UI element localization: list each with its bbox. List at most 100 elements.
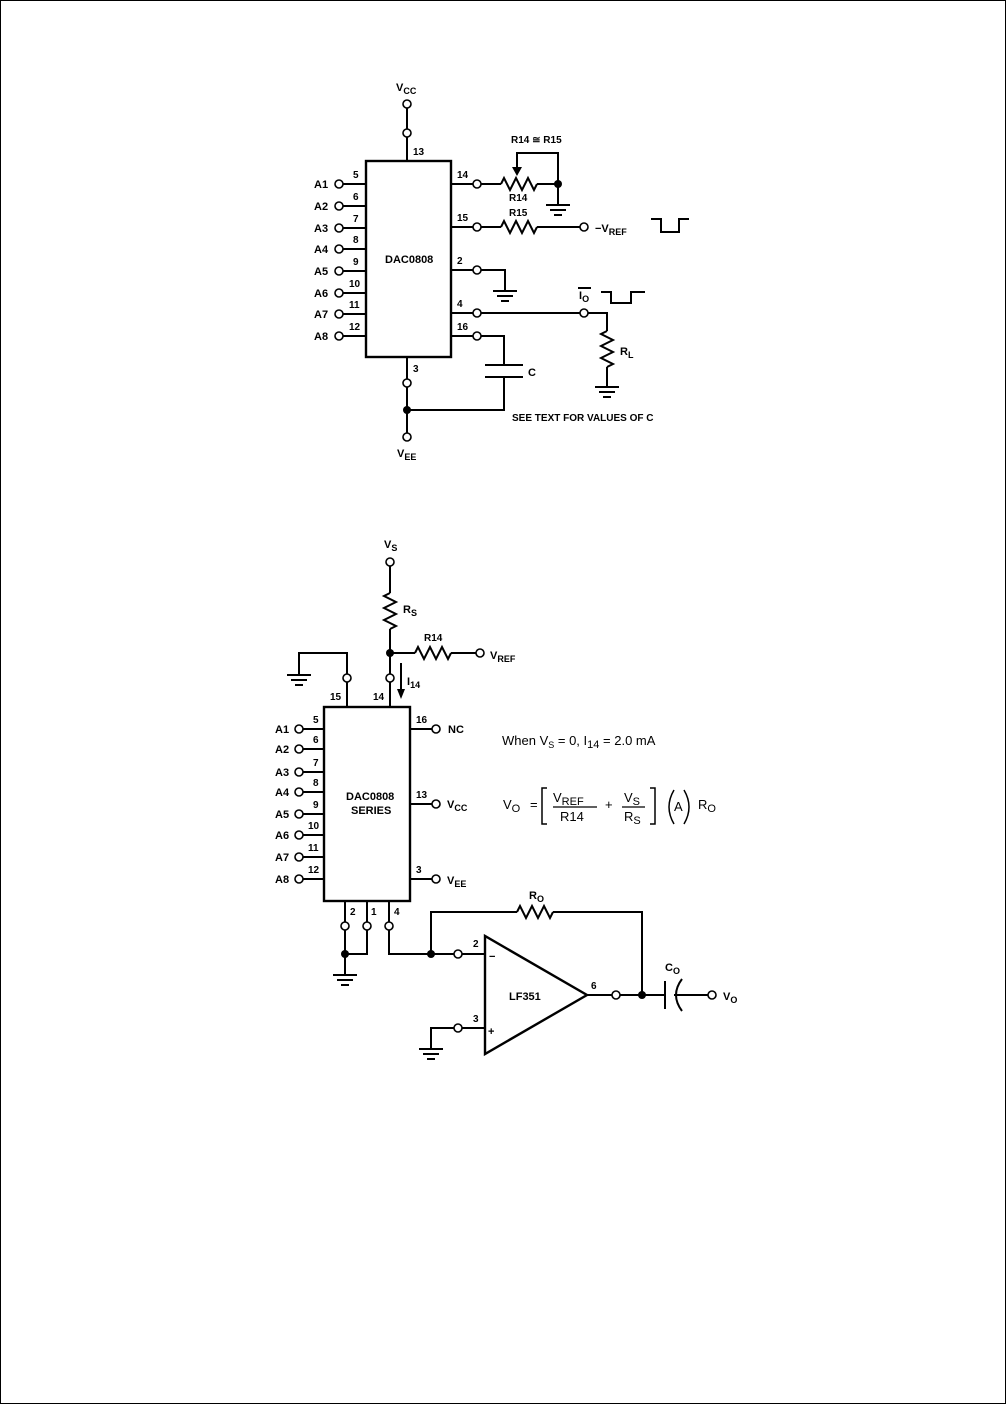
eq-equals: = [530,797,538,812]
bot-op-pin3-ground-wire [430,1027,454,1049]
top-cap-label: C [528,367,536,379]
top-r14-resistor [500,175,538,193]
top-pin-terminal [334,288,344,298]
bot-pin-number: 12 [308,865,320,876]
eq-lhs: VO [503,797,521,815]
top-pin3-number: 3 [413,364,419,375]
bot-pin2-number: 2 [350,907,356,918]
bot-pin-terminal [294,874,304,884]
top-cap-note: SEE TEXT FOR VALUES OF C [512,413,654,424]
top-io-label: IO [579,290,589,304]
bot-pin-number: 9 [313,800,319,811]
bot-co-label: CO [665,962,680,976]
eq-a: A [674,799,683,814]
top-pin15-number: 15 [457,213,469,224]
bot-left-pin-A1: A1 5 [275,715,324,736]
top-pin14-terminal [472,179,482,189]
bot-pin-terminal [294,767,304,777]
bot-output-junction [638,991,646,999]
bot-pin-terminal [294,744,304,754]
top-r14-label: R14 [509,193,528,204]
bot-pin-label: A8 [275,874,289,886]
bot-op-pin3-number: 3 [473,1014,479,1025]
bot-lf351-opamp [483,933,590,1057]
top-pin-label: A7 [314,309,328,321]
bot-left-pin-A2: A2 6 [275,735,324,756]
top-pin-number: 11 [349,300,360,311]
bot-pin16-terminal [431,724,441,734]
top-vee-junction [403,406,411,414]
bot-pin4-number: 4 [394,907,400,918]
top-vref-label: −VREF [595,223,627,237]
bot-pin13-terminal [431,799,441,809]
top-pin-label: A2 [314,201,328,213]
top-vcc-terminal [402,99,412,109]
bot-pin-terminal [294,787,304,797]
bot-pin-label: A3 [275,767,289,779]
top-cap-return-wire [407,377,505,411]
bot-vref-terminal [475,648,485,658]
top-pin-label: A1 [314,179,328,191]
top-vref-terminal [579,222,589,232]
bot-nc-label: NC [448,724,464,736]
bot-vs-terminal [385,557,395,567]
bot-pin-label: A2 [275,744,289,756]
bot-op-pin2-terminal [453,949,463,959]
bot-op-pin6-number: 6 [591,981,597,992]
top-pin-terminal [334,266,344,276]
top-cap-wire [481,335,505,365]
bottom-circuit: VS RS R14 VREF I14 14 15 DAC0808 SERIES [275,539,737,1060]
bot-pin4-terminal [384,921,394,931]
bot-output-equation: VO = VREF R14 + VS RS A RO [503,787,716,827]
eq-ro: RO [698,797,716,815]
bot-feedback-wire-right [553,911,643,996]
bot-io-wire [388,930,454,955]
bot-pin-label: A6 [275,830,289,842]
bot-pin-terminal [294,724,304,734]
bot-op-pin2-number: 2 [473,939,479,950]
bot-pin-terminal [294,830,304,840]
top-vee-terminal [402,432,412,442]
top-pin13-terminal [402,128,412,138]
bot-pin-terminal [294,852,304,862]
eq-left-paren [668,789,675,825]
top-pin16-number: 16 [457,322,469,333]
bot-pin15-ground-wire [298,652,348,675]
bot-chip-name: DAC0808 [346,791,394,803]
bot-pin-label: A7 [275,852,289,864]
bot-opamp-name: LF351 [509,991,541,1003]
top-pin13-number: 13 [413,147,425,158]
bot-left-pin-A5: A5 9 [275,800,324,821]
bot-rs-resistor [381,592,399,630]
top-pin2-number: 2 [457,256,463,267]
top-circuit: VCC 13 DAC0808 A1 5 A2 6 A3 7 A4 [314,82,689,462]
eq-right-bracket [650,787,656,825]
top-pin2-terminal [472,265,482,275]
bot-pin2-terminal [340,921,350,931]
top-r15-resistor [500,218,538,236]
top-left-pin-A6: A6 10 [314,279,366,300]
top-left-pin-A5: A5 9 [314,257,366,278]
bot-pin-terminal [294,809,304,819]
bot-pin14-number: 14 [373,692,385,703]
eq-left-bracket [541,787,547,825]
top-pin-number: 7 [353,214,359,225]
top-pin-terminal [334,331,344,341]
top-left-pin-A2: A2 6 [314,192,366,213]
top-pin-terminal [334,179,344,189]
bot-pin-number: 6 [313,735,319,746]
bot-left-pin-A6: A6 10 [275,821,324,842]
bot-chip-series: SERIES [351,805,391,817]
bot-dac0808-series-chip [322,705,412,903]
top-pin-terminal [334,223,344,233]
top-pin4-terminal [472,308,482,318]
top-pin16-terminal [472,331,482,341]
top-pin-terminal [334,201,344,211]
bot-left-pin-A3: A3 7 [275,758,324,779]
top-rl-resistor [598,330,616,368]
bot-rs-label: RS [403,604,417,618]
bot-pin-number: 5 [313,715,319,726]
top-vcc-label: VCC [396,82,417,96]
bot-pin3-terminal [431,874,441,884]
